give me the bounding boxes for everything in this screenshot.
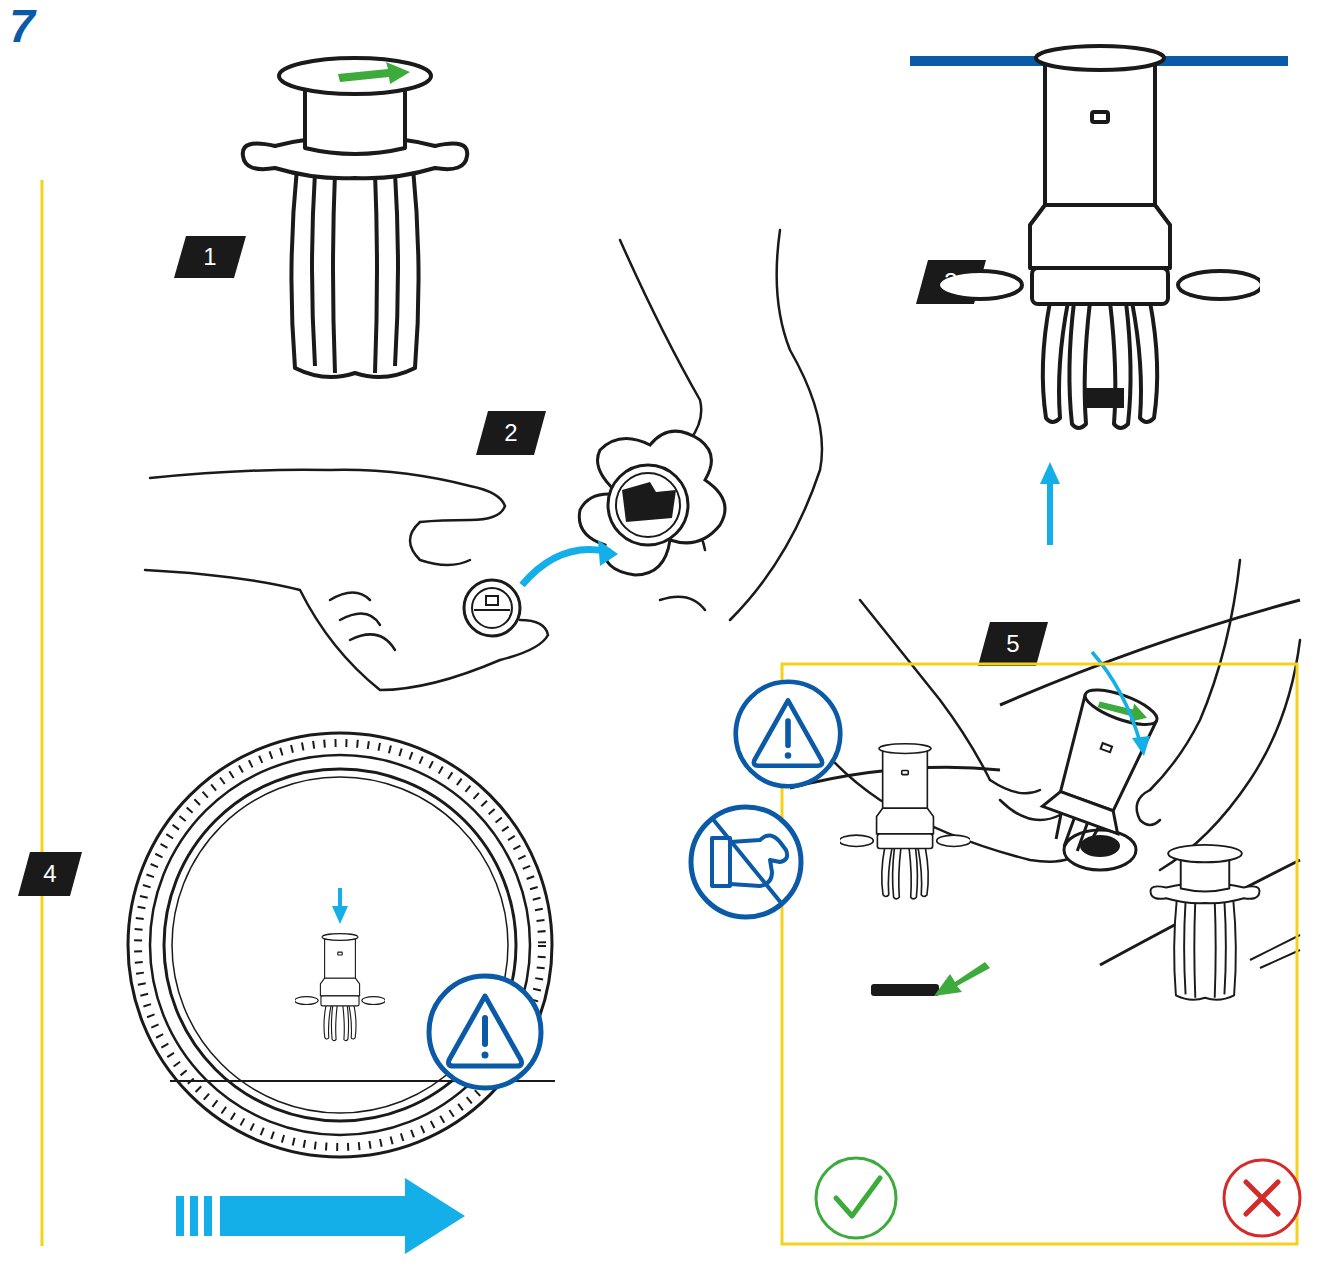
callout-number: 4 <box>43 862 56 886</box>
page-number: 7 <box>9 3 35 49</box>
callout-number: 5 <box>1006 632 1019 656</box>
callout-number: 3 <box>944 270 957 294</box>
callout-number: 2 <box>504 421 517 445</box>
callout-number: 1 <box>203 245 216 269</box>
